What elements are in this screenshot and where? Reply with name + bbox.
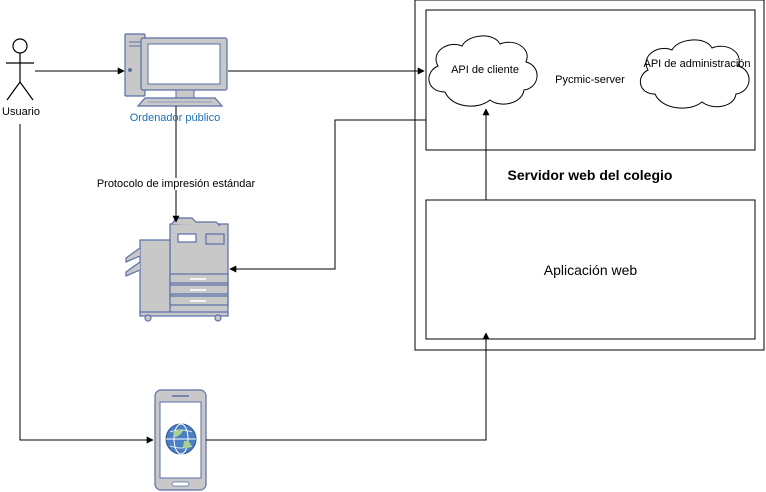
- computer-label: Ordenador público: [129, 112, 221, 124]
- server-title: Servidor web del colegio: [507, 167, 673, 183]
- web-app-box: [425, 199, 756, 340]
- user-stick-figure-icon: [6, 38, 34, 101]
- desktop-computer-icon: [124, 33, 228, 107]
- protocol-label: Protocolo de impresión estándar: [84, 178, 268, 190]
- api-client-label: API de cliente: [451, 64, 519, 76]
- api-admin-label: API de administración: [643, 58, 751, 70]
- api-client-cloud: [428, 35, 538, 107]
- connector-user-phone: [19, 124, 154, 444]
- connector-phone-webapp: [206, 332, 490, 441]
- api-admin-cloud: [639, 39, 750, 109]
- printer-icon: [125, 217, 229, 322]
- connector-server-printer: [229, 119, 426, 273]
- user-label: Usuario: [2, 106, 40, 118]
- pycmic-server-label: Pycmic-server: [555, 74, 625, 86]
- smartphone-globe-icon: [154, 389, 207, 491]
- web-app-label: Aplicación web: [543, 262, 638, 278]
